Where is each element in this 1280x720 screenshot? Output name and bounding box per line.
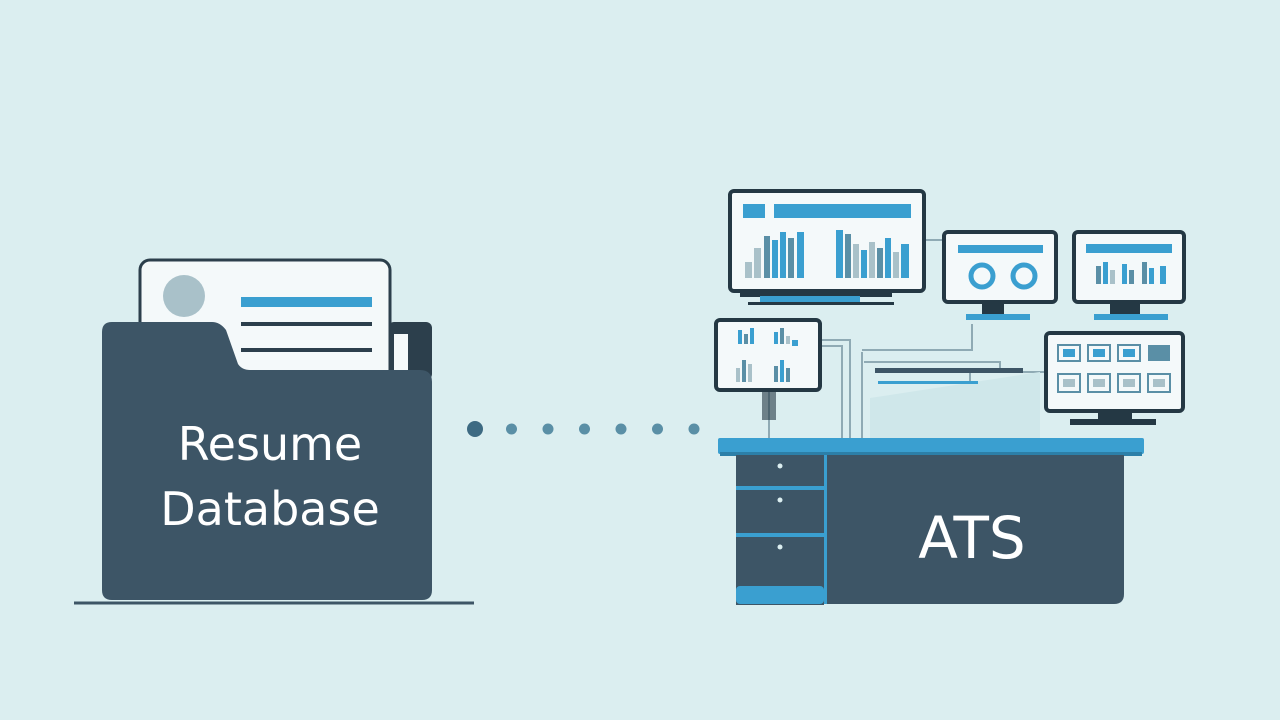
desk-body	[824, 455, 1124, 604]
connector-dot	[652, 423, 663, 435]
drawer-handle	[777, 497, 783, 503]
monitor-grid-dashboard	[1044, 331, 1185, 425]
connector-dotted-line	[467, 421, 700, 437]
cable-bar	[875, 368, 1023, 373]
ats-desk: ATS	[718, 438, 1144, 605]
donut-chart-icon	[968, 262, 996, 290]
folder-front	[102, 322, 432, 600]
connector-dot	[579, 423, 590, 435]
folder-label-line1: Resume	[178, 417, 362, 471]
drawer-handle	[777, 544, 783, 550]
monitor-donut-charts	[942, 230, 1058, 320]
monitor-chart-bars	[745, 230, 909, 278]
folder-label-line2: Database	[160, 482, 380, 536]
ats-label: ATS	[918, 504, 1025, 572]
connector-dot	[506, 423, 517, 435]
drawer-handle	[777, 463, 783, 469]
monitor-bar-chart-small	[1072, 230, 1186, 320]
connector-dot	[467, 421, 483, 437]
monitor-mini-charts	[714, 318, 822, 420]
desk-drawers	[736, 455, 824, 605]
wall-panel	[870, 372, 1040, 438]
connector-dot	[542, 423, 554, 435]
ats-workstation: ATS	[714, 189, 1186, 605]
resume-database-folder: Resume Database	[74, 258, 474, 605]
resume-text-line	[241, 322, 372, 326]
resume-avatar	[163, 275, 205, 317]
resume-text-line	[241, 348, 372, 352]
desk-top	[718, 438, 1144, 454]
donut-chart-icon	[1010, 262, 1038, 290]
connector-dot	[688, 423, 700, 435]
connector-dot	[615, 423, 627, 435]
resume-name-line	[241, 297, 372, 307]
monitor-bar-chart-large	[728, 189, 926, 305]
